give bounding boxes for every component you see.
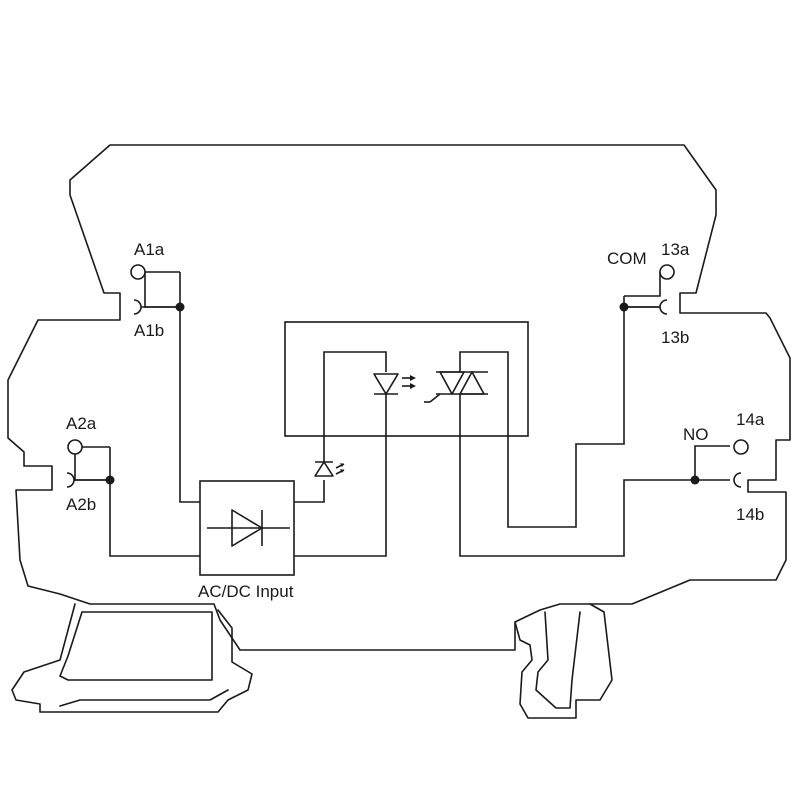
label-14a: 14a [736,410,765,429]
terminal-a2b[interactable] [66,472,75,488]
terminal-a1a[interactable] [130,264,146,280]
label-a2a: A2a [66,414,97,433]
terminal-a2a[interactable] [67,439,83,455]
wire-input-to-led [294,480,325,503]
label-a2b: A2b [66,495,96,514]
wire-13a [624,272,661,297]
din-rail-clip-left [11,603,253,713]
opto-led-icon [373,373,416,395]
label-13a: 13a [661,240,690,259]
optocoupler-box [284,321,529,437]
label-13b: 13b [661,328,689,347]
terminal-14b[interactable] [733,472,742,488]
wire-triac-bottom [459,394,730,557]
terminal-a1b[interactable] [133,299,142,315]
wire-triac-top [459,306,660,528]
input-diode-icon [207,509,290,547]
wire-no [694,445,730,480]
din-rail-clip-inner [59,611,213,681]
junction-no [690,475,700,485]
input-module-box [199,480,295,576]
label-a1b: A1b [134,321,164,340]
din-rail-clip-slot [59,689,229,707]
wire-a2 [109,480,200,557]
triac-icon [424,371,488,403]
wire-led-to-opto [323,351,387,462]
label-input-module: AC/DC Input [198,582,294,601]
terminal-13b[interactable] [659,299,668,315]
label-no: NO [683,425,709,444]
label-14b: 14b [736,505,764,524]
housing-outline [7,144,791,651]
label-com: COM [607,249,647,268]
terminal-13a[interactable] [659,264,675,280]
wire-opto-return [294,394,387,557]
indicator-led-icon [314,461,345,477]
terminal-14a[interactable] [733,439,749,455]
din-rail-clip-right-inner [535,611,581,709]
din-rail-clip-right [514,603,613,719]
wire-a2-top [74,454,110,481]
label-a1a: A1a [134,240,165,259]
